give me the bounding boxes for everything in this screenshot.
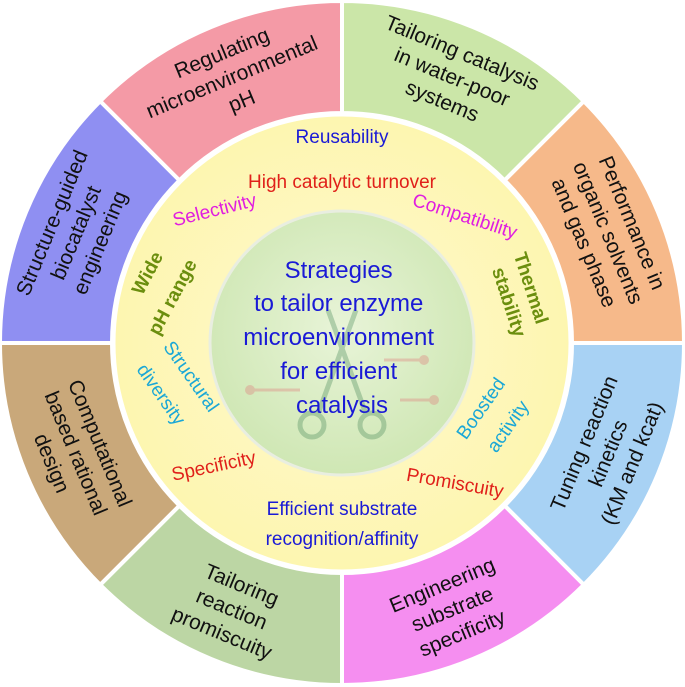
center-title: Strategies to tailor enzyme microenviron…: [243, 257, 440, 419]
center-line-1: Strategies: [285, 257, 393, 284]
label-substrate-line1: Efficient substrate: [267, 499, 418, 520]
segment-label-water: Tailoring catalysisin water-poorsystems: [362, 11, 543, 143]
center-line-4: for efficient: [280, 358, 397, 385]
center-disk: [208, 209, 476, 477]
center-line-3: microenvironment: [243, 324, 434, 351]
center-line-2: to tailor enzyme: [254, 290, 423, 317]
center-line-5: catalysis: [296, 392, 388, 419]
label-reusability: Reusability: [296, 127, 389, 148]
segment-structure: [0, 98, 183, 345]
scissors-icon: [245, 309, 439, 440]
label-turnover: High catalytic turnover: [248, 172, 437, 193]
label-substrate-line2: recognition/affinity: [266, 529, 419, 550]
